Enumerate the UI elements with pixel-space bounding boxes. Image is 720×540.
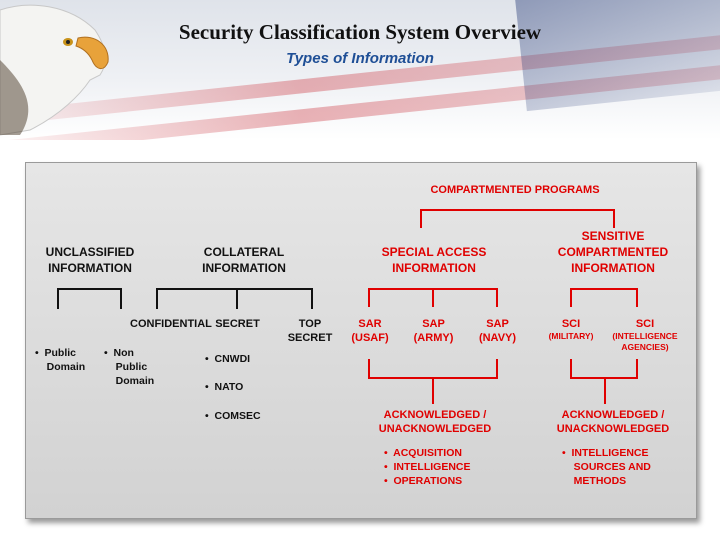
sap-item-intelligence: • INTELLIGENCE	[384, 461, 471, 473]
page-title: Security Classification System Overview	[178, 20, 542, 44]
unclassified-item-public: • Public Domain	[35, 347, 86, 373]
top-secret-label: TOP SECRET	[287, 318, 333, 344]
sci-military-name: SCI	[561, 318, 581, 330]
secret-item-comsec: • COMSEC	[205, 410, 261, 422]
collateral-label: COLLATERAL INFORMATION	[202, 245, 286, 275]
eagle-icon	[0, 4, 109, 136]
unclassified-label: UNCLASSIFIED INFORMATION	[45, 245, 135, 275]
diagram-panel	[25, 162, 697, 519]
secret-item-nato: • NATO	[205, 381, 244, 393]
sap-navy-label: SAP (NAVY)	[478, 318, 517, 344]
sap-army-label: SAP (ARMY)	[413, 318, 454, 344]
sci-military-sub: (MILITARY)	[548, 331, 594, 341]
compartmented-label: COMPARTMENTED PROGRAMS	[430, 184, 600, 196]
sap-item-acquisition: • ACQUISITION	[384, 447, 462, 459]
sci-status-label: ACKNOWLEDGED / UNACKNOWLEDGED	[556, 409, 670, 435]
sci-label: SENSITIVE COMPARTMENTED INFORMATION	[557, 229, 669, 275]
sap-label: SPECIAL ACCESS INFORMATION	[381, 245, 487, 275]
sci-bracket	[570, 288, 638, 307]
sap-bottom-bracket	[368, 359, 498, 379]
secret-item-cnwdi: • CNWDI	[205, 353, 251, 365]
confidential-label: CONFIDENTIAL	[130, 318, 212, 330]
header-banner: Security Classification System Overview …	[0, 0, 720, 140]
page-subtitle: Types of Information	[286, 50, 434, 67]
unclassified-bracket	[57, 288, 122, 309]
sap-item-operations: • OPERATIONS	[384, 475, 463, 487]
sar-usaf-label: SAR (USAF)	[351, 318, 389, 344]
sci-agencies-name: SCI	[635, 318, 655, 330]
sap-status-label: ACKNOWLEDGED / UNACKNOWLEDGED	[378, 409, 492, 435]
compartmented-bracket	[420, 209, 615, 228]
sci-agencies-sub: (INTELLIGENCE AGENCIES)	[612, 331, 678, 352]
unclassified-item-nonpublic: • Non Public Domain	[104, 347, 155, 387]
secret-label: SECRET	[215, 318, 260, 330]
sci-bottom-bracket	[570, 359, 638, 379]
collateral-bracket	[156, 288, 313, 309]
sci-item-intelligence-sources: • INTELLIGENCE SOURCES AND METHODS	[562, 447, 651, 487]
